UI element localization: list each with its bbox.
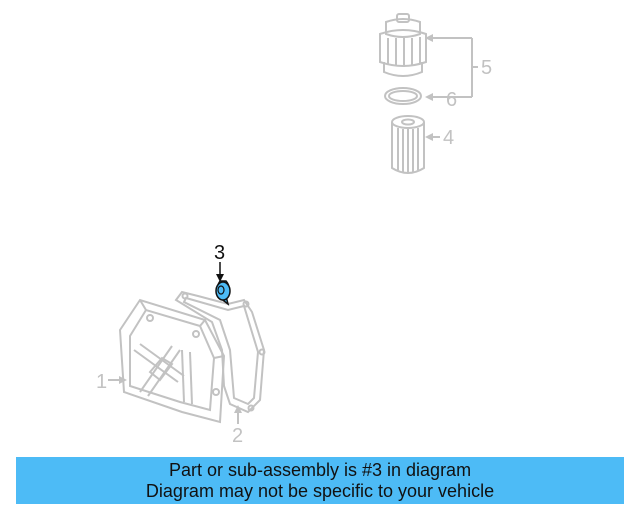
callout-part-5: 5 bbox=[481, 57, 492, 79]
drain-plug-highlight[interactable] bbox=[215, 280, 231, 306]
leader-line-part-3 bbox=[216, 262, 224, 282]
info-banner: Part or sub-assembly is #3 in diagram Di… bbox=[16, 457, 624, 504]
callout-part-4: 4 bbox=[443, 127, 454, 149]
leader-lines-filter bbox=[430, 37, 478, 138]
callout-part-2: 2 bbox=[232, 425, 243, 447]
filter-housing-cap bbox=[379, 13, 427, 77]
leader-lines-pan bbox=[108, 379, 239, 424]
o-ring bbox=[384, 87, 422, 105]
leader-arrowheads-filter bbox=[425, 34, 433, 141]
banner-part-note: Part or sub-assembly is #3 in diagram bbox=[168, 459, 472, 480]
leader-arrowheads-pan bbox=[119, 376, 242, 413]
callout-part-1: 1 bbox=[96, 371, 107, 393]
filter-element bbox=[391, 115, 425, 174]
pan-gasket bbox=[174, 290, 266, 414]
oil-pan bbox=[118, 298, 226, 424]
callout-part-6: 6 bbox=[446, 89, 457, 111]
callout-part-3[interactable]: 3 bbox=[214, 242, 225, 264]
banner-disclaimer: Diagram may not be specific to your vehi… bbox=[145, 480, 495, 501]
